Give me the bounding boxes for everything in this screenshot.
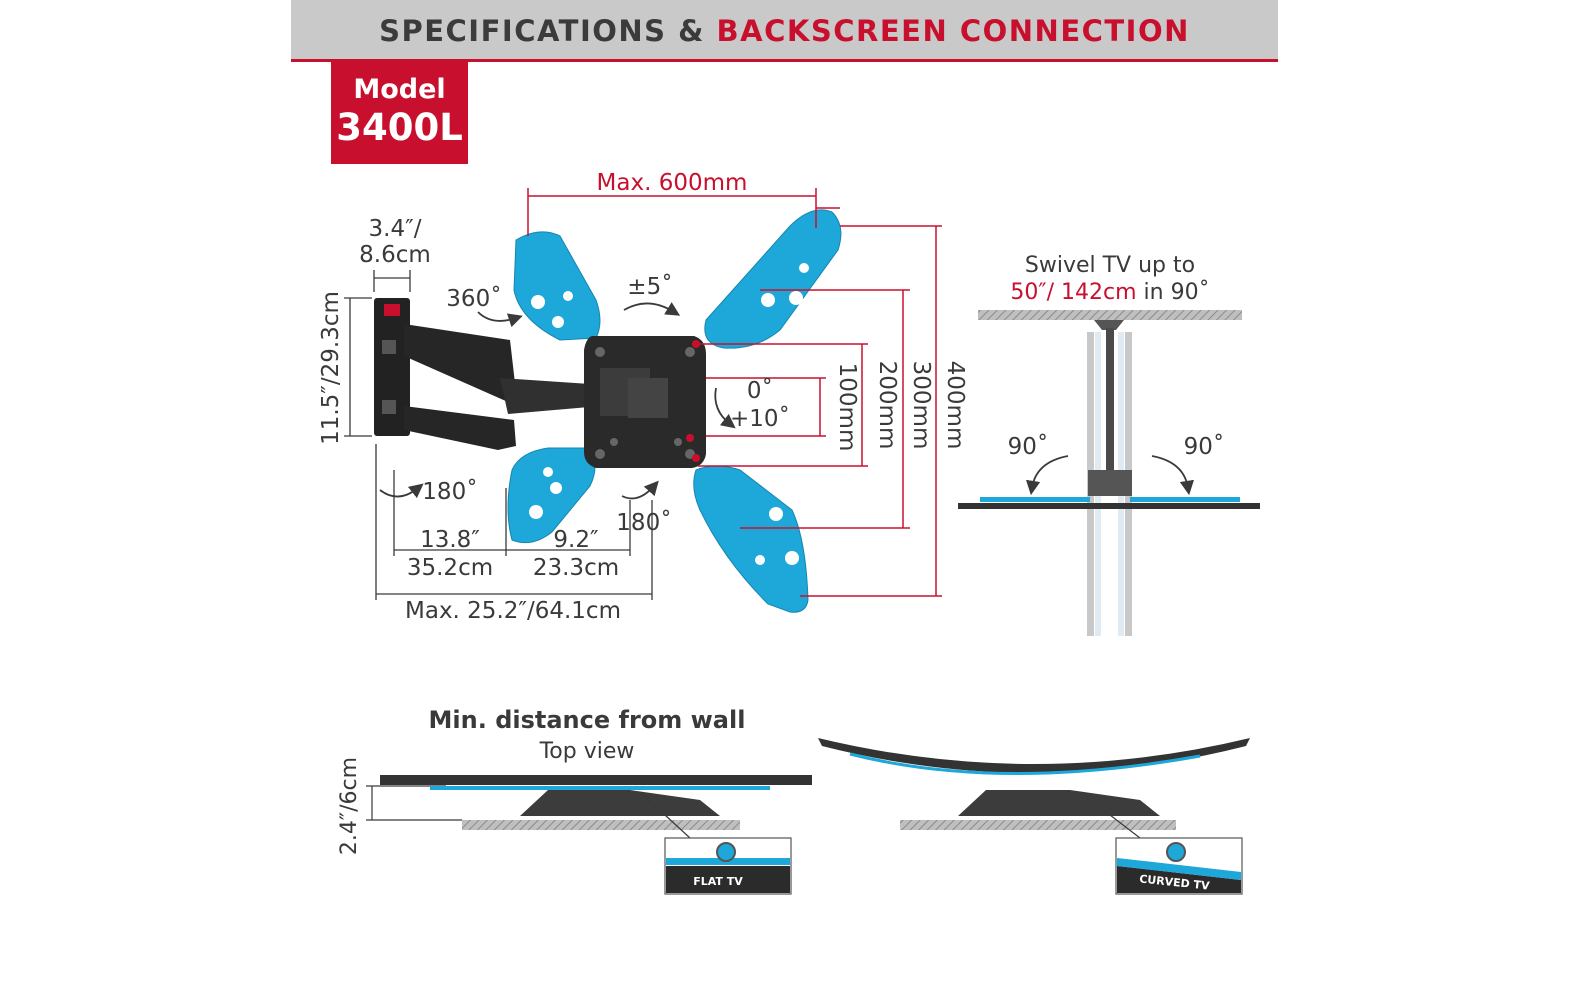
tilt-0-label: 0˚ <box>747 377 773 404</box>
wall-flat <box>462 820 740 830</box>
plate-holes <box>529 263 809 565</box>
swivel-line2: 50″/ 142cm in 90˚ <box>1010 280 1209 305</box>
tv-top-view <box>958 503 1260 509</box>
model-label: Model <box>353 74 446 105</box>
arm1-cm-label: 35.2cm <box>407 555 493 581</box>
arm-depth-label-top: 3.4″/ <box>369 216 422 242</box>
red-dimensions <box>527 188 942 597</box>
min-distance-subtitle: Top view <box>539 739 635 764</box>
swivel-line1: Swivel TV up to <box>1025 253 1195 278</box>
flat-tv-label: FLAT TV <box>693 875 743 888</box>
vesa-400-label: 400mm <box>942 361 968 450</box>
plate-bottom-right <box>693 465 809 613</box>
flat-tv-callout: FLAT TV <box>664 837 792 895</box>
ceiling-wall <box>978 310 1242 320</box>
swivel-180-left-label: 180˚ <box>422 478 477 505</box>
vesa-300-label: 300mm <box>908 361 934 450</box>
black-dimensions <box>344 270 653 600</box>
flat-tv-mount <box>520 790 720 816</box>
arm1-inch-label: 13.8″ <box>420 527 480 553</box>
vesa-200-label: 200mm <box>874 361 900 450</box>
swivel-left-angle: 90˚ <box>1008 433 1049 460</box>
flat-tv-panel <box>380 775 812 785</box>
wall-curved <box>900 820 1176 830</box>
mounting-plates <box>507 209 842 613</box>
plate-bottom-left <box>507 447 596 544</box>
min-distance-value: 2.4″/6cm <box>337 757 362 855</box>
min-distance-view: Min. distance from wall Top view 2.4″/6c… <box>337 706 1250 895</box>
wall-plate-logo <box>384 304 400 316</box>
max-600-label: Max. 600mm <box>597 170 748 196</box>
arm-depth-label-bottom: 8.6cm <box>359 242 431 268</box>
arm-upper <box>404 324 516 402</box>
front-view <box>374 209 842 613</box>
curved-tv-mount <box>958 790 1160 816</box>
swivel-arm <box>1106 328 1114 496</box>
plate-top-right <box>704 209 842 349</box>
vesa-labels: 100mm 200mm 300mm 400mm <box>834 361 968 452</box>
vesa-100-label: 100mm <box>834 363 860 452</box>
model-number: 3400L <box>336 106 463 149</box>
curved-tv-callout: CURVED TV <box>1115 837 1243 895</box>
tilt-5-label: ±5˚ <box>627 273 672 300</box>
plate-height-label: 11.5″/29.3cm <box>318 291 344 445</box>
plate-top-left <box>513 231 601 341</box>
min-distance-title: Min. distance from wall <box>429 706 746 734</box>
swivel-view: Swivel TV up to 50″/ 142cm in 90˚ 90˚ 90… <box>958 253 1260 636</box>
tilt-10-label: +10˚ <box>730 405 790 432</box>
model-badge: Model 3400L <box>331 62 468 164</box>
arm2-cm-label: 23.3cm <box>533 555 619 581</box>
arm-lower <box>404 406 516 450</box>
page-title: SPECIFICATIONS & BACKSCREEN CONNECTION <box>379 14 1190 48</box>
swivel-right-angle: 90˚ <box>1184 433 1225 460</box>
curved-tv-panel <box>818 738 1250 773</box>
max-extension-label: Max. 25.2″/64.1cm <box>405 598 621 624</box>
rotation-360-label: 360˚ <box>446 285 501 312</box>
header-bar: SPECIFICATIONS & BACKSCREEN CONNECTION <box>291 0 1278 62</box>
arm2-inch-label: 9.2″ <box>553 527 599 553</box>
swivel-180-right-label: 180˚ <box>616 509 671 536</box>
rotation-arrows <box>379 302 736 500</box>
front-view-labels: Max. 600mm 3.4″/ 8.6cm 11.5″/29.3cm 360˚… <box>318 170 790 624</box>
